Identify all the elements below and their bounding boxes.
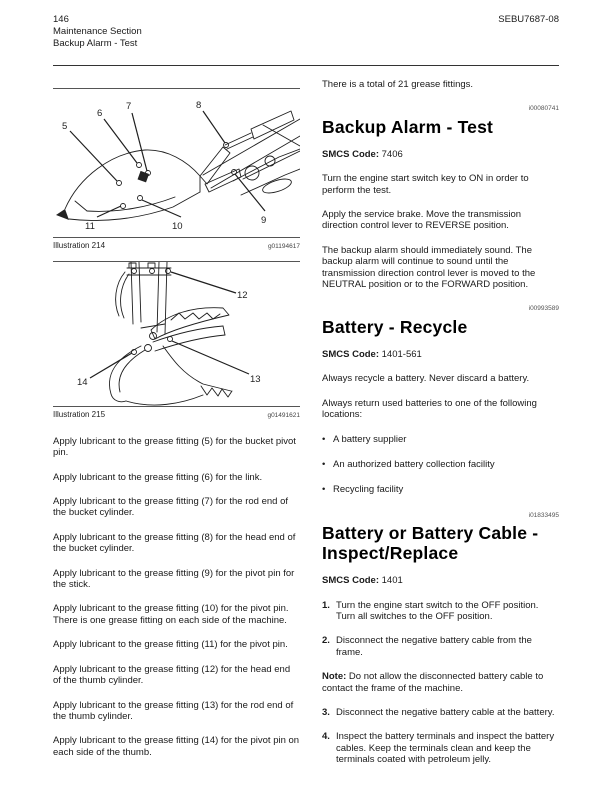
header-left: 146 Maintenance Section Backup Alarm - T…: [53, 14, 142, 50]
section-heading: Battery - Recycle: [322, 316, 468, 337]
note-paragraph: Note: Do not allow the disconnected batt…: [322, 671, 559, 694]
step-number: 3.: [322, 706, 330, 718]
section-backup-alarm-test: i00080741 Backup Alarm - Test SMCS Code:…: [322, 103, 559, 290]
lube-paragraph: Apply lubricant to the grease fitting (1…: [53, 663, 291, 687]
bullet-icon: •: [322, 433, 326, 445]
step-text: Turn the engine start switch to the OFF …: [336, 599, 539, 622]
lube-paragraph: Apply lubricant to the grease fitting (1…: [53, 735, 300, 758]
media-number: i00993589: [528, 305, 559, 313]
note-label: Note:: [322, 671, 347, 683]
left-column: 5 6 7 8 9 10 11 Illustration 214 g011946…: [53, 88, 300, 771]
header-rule: [53, 65, 559, 66]
step-text: Disconnect the negative battery cable at…: [336, 706, 555, 718]
smcs-code-line: SMCS Code: 1401-561: [322, 349, 559, 360]
media-number: i00080741: [528, 105, 559, 113]
callout-5: 5: [62, 121, 67, 132]
excavator-stick-linkage-drawing: 5 6 7 8 9 10 11: [56, 100, 300, 232]
battery-locations-list: • A battery supplier • An authorized batte…: [322, 434, 559, 496]
doc-code: SEBU7687-08: [498, 14, 559, 25]
body-paragraph: Turn the engine start switch key to ON i…: [322, 173, 529, 196]
section-title: Maintenance Section: [53, 26, 142, 37]
body-paragraph: Always recycle a battery. Never discard …: [322, 373, 530, 385]
bullet-icon: •: [322, 458, 326, 470]
body-paragraph: Always return used batteries to one of t…: [322, 397, 537, 421]
section-battery-cable-inspect-replace: i01833495 Battery or Battery Cable - Ins…: [322, 510, 559, 766]
callout-13: 13: [250, 374, 261, 385]
smcs-label: SMCS Code:: [322, 148, 379, 160]
step-number: 4.: [322, 731, 330, 743]
smcs-code-line: SMCS Code: 1401: [322, 575, 559, 586]
callout-10: 10: [172, 221, 183, 232]
lube-paragraph: Apply lubricant to the grease fitting (9…: [53, 567, 295, 591]
step-text: Disconnect the negative battery cable fr…: [336, 635, 532, 658]
numbered-step: 4. Inspect the battery terminals and insp…: [322, 731, 559, 765]
list-item-text: Recycling facility: [333, 484, 404, 496]
illustration-caption: Illustration 214: [53, 241, 106, 250]
body-paragraph: The backup alarm should immediately soun…: [322, 244, 536, 291]
bucket-tooth: [56, 209, 69, 220]
smcs-value: 1401-561: [381, 348, 422, 360]
lube-paragraph: Apply lubricant to the grease fitting (7…: [53, 496, 288, 519]
callout-12: 12: [237, 290, 248, 301]
illustration-215-figure: 12 13 14: [53, 261, 300, 408]
callout-6: 6: [97, 108, 102, 119]
numbered-step: 3. Disconnect the negative battery cable …: [322, 707, 559, 718]
callout-7: 7: [126, 101, 131, 112]
smcs-label: SMCS Code:: [322, 348, 379, 360]
lube-paragraph: Apply lubricant to the grease fitting (5…: [53, 435, 296, 459]
bucket-logo-mark: [137, 170, 150, 183]
callout-9: 9: [261, 215, 266, 226]
figure-id: g01194617: [267, 243, 300, 250]
callout-14: 14: [77, 377, 88, 388]
media-number: i01833495: [528, 511, 559, 519]
section-heading: Battery or Battery Cable - Inspect/Repla…: [322, 523, 539, 564]
lube-paragraph: Apply lubricant to the grease fitting (1…: [53, 699, 294, 722]
page-header: 146 Maintenance Section Backup Alarm - T…: [53, 14, 559, 50]
list-item: • An authorized battery collection facili…: [322, 459, 559, 470]
lube-paragraph: Apply lubricant to the grease fitting (6…: [53, 471, 263, 483]
lube-paragraph: Apply lubricant to the grease fitting (1…: [53, 603, 289, 626]
list-item-text: An authorized battery collection facilit…: [333, 458, 495, 470]
body-paragraph: Apply the service brake. Move the transm…: [322, 209, 522, 232]
subsection-title: Backup Alarm - Test: [53, 38, 138, 49]
illustration-214-figure: 5 6 7 8 9 10 11: [53, 88, 300, 238]
illustration-214-caption-row: Illustration 214 g01194617: [53, 240, 300, 252]
smcs-value: 1401: [381, 575, 403, 587]
callout-11: 11: [85, 221, 95, 232]
step-number: 2.: [322, 635, 330, 647]
right-column: There is a total of 21 grease fittings. …: [322, 79, 559, 779]
section-battery-recycle: i00993589 Battery - Recycle SMCS Code: 1…: [322, 303, 559, 495]
smcs-label: SMCS Code:: [322, 575, 379, 587]
figure-id: g01491621: [267, 412, 300, 420]
smcs-code-line: SMCS Code: 7406: [322, 149, 559, 160]
bullet-icon: •: [322, 484, 326, 496]
callout-8: 8: [196, 100, 201, 111]
illustration-215-caption-row: Illustration 215 g01491621: [53, 409, 300, 421]
list-item: • A battery supplier: [322, 434, 559, 445]
bucket-thumb-drawing: 12 13 14: [77, 262, 261, 406]
note-text: Do not allow the disconnected battery ca…: [322, 671, 544, 694]
lube-paragraph: Apply lubricant to the grease fitting (1…: [53, 639, 288, 651]
numbered-step: 1. Turn the engine start switch to the OF…: [322, 600, 559, 623]
numbered-step: 2. Disconnect the negative battery cable …: [322, 635, 559, 658]
smcs-value: 7406: [381, 148, 403, 160]
lube-paragraph: Apply lubricant to the grease fitting (8…: [53, 531, 296, 555]
intro-paragraph: There is a total of 21 grease fittings.: [322, 79, 474, 90]
illustration-caption: Illustration 215: [53, 410, 106, 420]
list-item-text: A battery supplier: [333, 433, 407, 445]
section-heading: Backup Alarm - Test: [322, 116, 494, 137]
step-number: 1.: [322, 599, 330, 611]
step-text: Inspect the battery terminals and inspec…: [336, 731, 555, 766]
page-number: 146: [53, 14, 69, 25]
list-item: • Recycling facility: [322, 484, 559, 495]
